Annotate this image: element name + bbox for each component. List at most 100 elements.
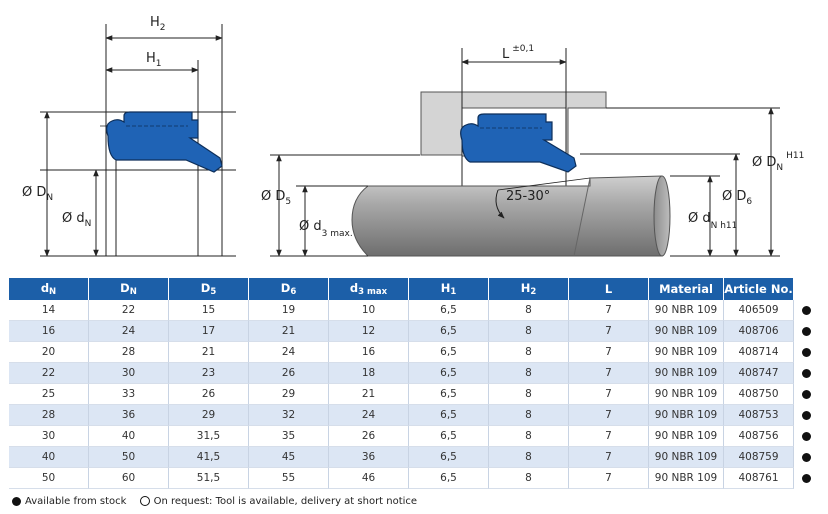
cell-H1: 6,5 [409, 300, 489, 321]
filled-circle-icon [802, 327, 811, 336]
open-circle-icon [139, 496, 150, 506]
col-header-article: Article No. [724, 278, 794, 300]
cell-L: 7 [569, 300, 649, 321]
cell-L: 7 [569, 447, 649, 468]
col-header-availability [794, 278, 819, 300]
col-header-D6: D6 [249, 278, 329, 300]
cell-DN: 50 [89, 447, 169, 468]
table-header-row: dN DN D5 D6 d3 max H1 H2 L Material Arti… [9, 278, 819, 300]
seal-diagram-svg: H2 H1 Ø DN Ø dN L±0,1 25-30° Ø D5 Ø d3 m… [22, 15, 804, 257]
label-d6: Ø D6 [722, 189, 752, 207]
cell-H2: 8 [489, 468, 569, 489]
cell-H2: 8 [489, 342, 569, 363]
seal-profile-left [106, 111, 223, 173]
legend-stock: Available from stock [12, 496, 126, 507]
seal-profile-installed [460, 113, 577, 173]
cell-H2: 8 [489, 321, 569, 342]
label-angle: 25-30° [506, 189, 550, 204]
cell-D6: 26 [249, 363, 329, 384]
cell-DN: 30 [89, 363, 169, 384]
cell-DN: 24 [89, 321, 169, 342]
filled-circle-icon [802, 411, 811, 420]
cell-dn: 20 [9, 342, 89, 363]
label-dn-inner: Ø dN [62, 211, 91, 229]
cell-material: 90 NBR 109 [649, 447, 724, 468]
label-d3: Ø d3 max. [299, 219, 353, 239]
cell-D6: 35 [249, 426, 329, 447]
cell-H1: 6,5 [409, 321, 489, 342]
cell-dn: 14 [9, 300, 89, 321]
cell-DN: 28 [89, 342, 169, 363]
cell-availability [794, 321, 819, 342]
cell-d3max: 26 [329, 426, 409, 447]
cell-material: 90 NBR 109 [649, 426, 724, 447]
cell-L: 7 [569, 468, 649, 489]
cell-d3max: 18 [329, 363, 409, 384]
cell-D5: 29 [169, 405, 249, 426]
label-h2: H2 [150, 15, 166, 33]
cell-DN: 33 [89, 384, 169, 405]
cell-L: 7 [569, 405, 649, 426]
availability-legend: Available from stock On request: Tool is… [12, 496, 427, 507]
shaft [351, 175, 663, 257]
cell-dn: 30 [9, 426, 89, 447]
cell-availability [794, 363, 819, 384]
filled-circle-icon [802, 348, 811, 357]
cell-article: 408756 [724, 426, 794, 447]
cell-material: 90 NBR 109 [649, 300, 724, 321]
cell-H1: 6,5 [409, 468, 489, 489]
cell-d3max: 10 [329, 300, 409, 321]
cell-H2: 8 [489, 447, 569, 468]
cell-d3max: 24 [329, 405, 409, 426]
cell-D5: 26 [169, 384, 249, 405]
cell-L: 7 [569, 384, 649, 405]
cell-H1: 6,5 [409, 384, 489, 405]
filled-circle-icon [802, 306, 811, 315]
legend-request: On request: Tool is available, delivery … [139, 496, 417, 507]
cell-material: 90 NBR 109 [649, 363, 724, 384]
cell-availability [794, 426, 819, 447]
col-header-dn: dN [9, 278, 89, 300]
cell-availability [794, 300, 819, 321]
right-install-view [270, 48, 780, 257]
col-header-H1: H1 [409, 278, 489, 300]
cell-d3max: 16 [329, 342, 409, 363]
cell-material: 90 NBR 109 [649, 468, 724, 489]
cell-L: 7 [569, 321, 649, 342]
label-d5: Ø D5 [261, 189, 291, 207]
cell-article: 408714 [724, 342, 794, 363]
filled-circle-icon [802, 369, 811, 378]
cell-D5: 17 [169, 321, 249, 342]
col-header-L: L [569, 278, 649, 300]
cell-DN: 22 [89, 300, 169, 321]
cell-H2: 8 [489, 405, 569, 426]
cell-D5: 23 [169, 363, 249, 384]
cell-D6: 19 [249, 300, 329, 321]
cell-H1: 6,5 [409, 363, 489, 384]
cell-L: 7 [569, 363, 649, 384]
cell-article: 408759 [724, 447, 794, 468]
col-header-DN: DN [89, 278, 169, 300]
filled-circle-icon [802, 432, 811, 441]
cell-article: 408753 [724, 405, 794, 426]
cell-dn: 25 [9, 384, 89, 405]
cell-d3max: 46 [329, 468, 409, 489]
cell-article: 408750 [724, 384, 794, 405]
cell-dn: 50 [9, 468, 89, 489]
cell-D5: 41,5 [169, 447, 249, 468]
filled-circle-icon [12, 496, 21, 506]
cell-H2: 8 [489, 384, 569, 405]
cell-article: 406509 [724, 300, 794, 321]
cell-D5: 51,5 [169, 468, 249, 489]
cell-availability [794, 468, 819, 489]
cell-d3max: 12 [329, 321, 409, 342]
cell-dn: 28 [9, 405, 89, 426]
label-dn-outer: Ø DN [22, 185, 53, 203]
cell-d3max: 21 [329, 384, 409, 405]
left-seal-view [40, 24, 236, 257]
